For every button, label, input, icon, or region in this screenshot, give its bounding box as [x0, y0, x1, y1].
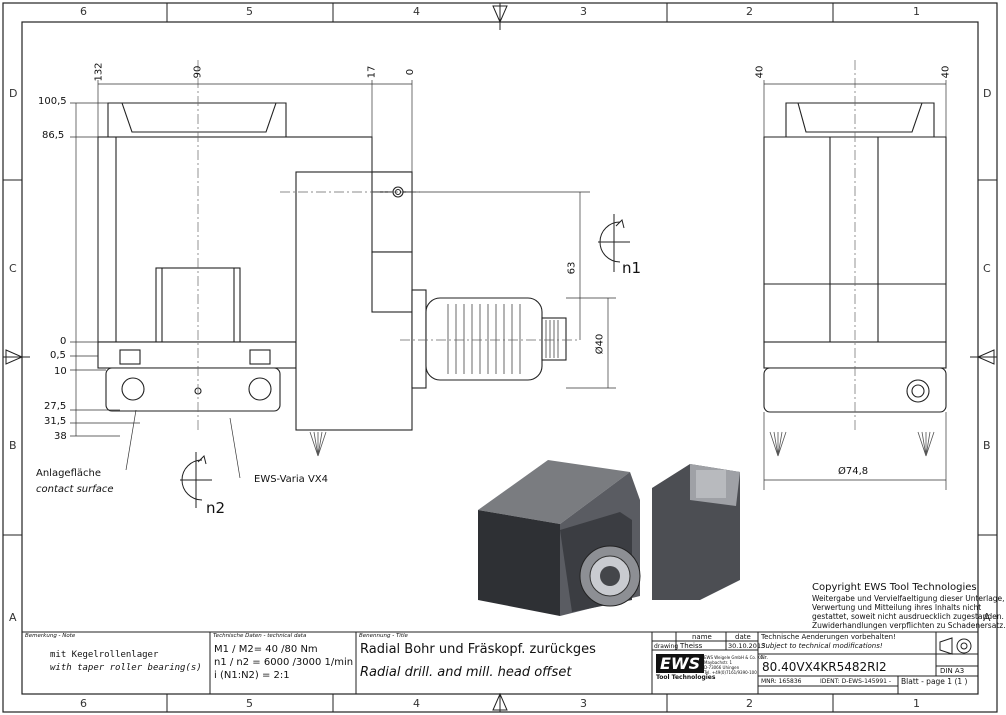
dimension-label: 31,5 [44, 416, 67, 427]
grid-row-label: C [983, 262, 991, 275]
ews-logo-sub: Tool Technologies [656, 674, 716, 681]
grid-row-label: D [9, 87, 18, 100]
rotation-label: n1 [622, 259, 642, 277]
tech-header: Technische Daten - technical data [213, 633, 307, 639]
contact-surface-label: Anlagefläche [36, 468, 101, 479]
dimension-label: 86,5 [42, 130, 65, 141]
grid-row-label: C [9, 262, 17, 275]
grid-col-label: 3 [580, 5, 587, 18]
dimension-label: 10 [54, 366, 67, 377]
tech-speed: n1 / n2 = 6000 /3000 1/min [214, 657, 354, 668]
changes-de: Technische Aenderungen vorbehalten! [761, 633, 896, 641]
dimension-label: 63 [566, 261, 578, 275]
grid-col-label: 1 [913, 5, 920, 18]
dimension-label: 0 [60, 336, 67, 347]
dimension-label: 100,5 [38, 96, 67, 107]
drawing-date: 30.10.2013 [728, 642, 766, 650]
grid-col-label: 3 [580, 697, 587, 710]
varia-label: EWS-Varia VX4 [254, 474, 329, 485]
copyright-line: Zuwiderhandlungen verpflichten zu Schade… [812, 621, 1006, 630]
part-number: 80.40VX4KR5482RI2 [762, 660, 887, 674]
grid-row-label: D [983, 87, 992, 100]
din-format: DIN A3 [940, 667, 965, 675]
dimension-label: 132 [93, 62, 105, 82]
tech-torque: M1 / M2= 40 /80 Nm [214, 644, 318, 655]
col-name: name [692, 633, 712, 641]
dimension-label: Ø74,8 [838, 466, 869, 477]
title-de: Radial Bohr und Fräskopf. zurückges [360, 642, 596, 657]
copyright-title: Copyright EWS Tool Technologies [812, 582, 977, 593]
grid-row-label: A [9, 611, 17, 624]
dimension-label: 17 [366, 65, 378, 79]
company-line: Tel. +49(0)7161/9390-100 [704, 670, 757, 675]
remark-de: mit Kegelrollenlager [50, 650, 159, 660]
contact-surface-label-en: contact surface [36, 484, 114, 495]
title-header: Benennung - Title [359, 633, 408, 639]
drawer-name: Theiss [680, 642, 703, 650]
copyright-line: gestattet, soweit nicht ausdruecklich zu… [812, 612, 1004, 621]
company-line: Maybachstr. 1 [704, 660, 733, 665]
remark-header: Bemerkung - Note [25, 633, 76, 639]
row-drawing: drawing [654, 643, 679, 650]
dimension-label: 90 [192, 65, 204, 79]
rotation-label: n2 [206, 499, 226, 517]
grid-col-label: 6 [80, 5, 87, 18]
company-line: EWS Weigele GmbH & Co. KG [704, 655, 764, 660]
dimension-label: 27,5 [44, 401, 67, 412]
grid-row-label: B [983, 439, 991, 452]
grid-col-label: 5 [246, 5, 253, 18]
col-date: date [735, 633, 751, 641]
title-en: Radial drill. and mill. head offset [360, 665, 572, 680]
dimension-label: 0 [405, 68, 417, 76]
copyright-line: Weitergabe und Vervielfaeltigung dieser … [812, 594, 1005, 603]
mnr: MNR: 165836 [761, 678, 802, 685]
dimension-label: 40 [940, 65, 952, 79]
changes-en: Subject to technical modifications! [761, 642, 883, 650]
grid-col-label: 4 [413, 697, 420, 710]
nr-label: Nr. [761, 655, 768, 661]
product-render [478, 460, 740, 616]
grid-row-label: A [983, 611, 991, 624]
copyright-line: Verwertung und Mitteilung ihres Inhalts … [812, 603, 982, 612]
dimension-label: 38 [54, 431, 67, 442]
ews-logo: EWS [656, 654, 705, 673]
ident: IDENT: D-EWS-145991 - [820, 678, 892, 685]
tech-ratio: i (N1:N2) = 2:1 [214, 670, 290, 681]
grid-col-label: 2 [746, 697, 753, 710]
grid-row-label: B [9, 439, 17, 452]
grid-col-label: 6 [80, 697, 87, 710]
grid-col-label: 2 [746, 5, 753, 18]
grid-col-label: 4 [413, 5, 420, 18]
projection-symbol [939, 637, 972, 655]
company-line: D-73066 Uhingen [704, 665, 740, 670]
grid-col-label: 1 [913, 697, 920, 710]
remark-en: with taper roller bearing(s) [50, 663, 202, 673]
dimension-label: 40 [754, 65, 766, 79]
dimension-label: 0,5 [50, 350, 66, 361]
grid-col-label: 5 [246, 697, 253, 710]
sheet-number: Blatt - page 1 (1 ) [901, 677, 968, 686]
dimension-label: Ø40 [594, 333, 606, 355]
